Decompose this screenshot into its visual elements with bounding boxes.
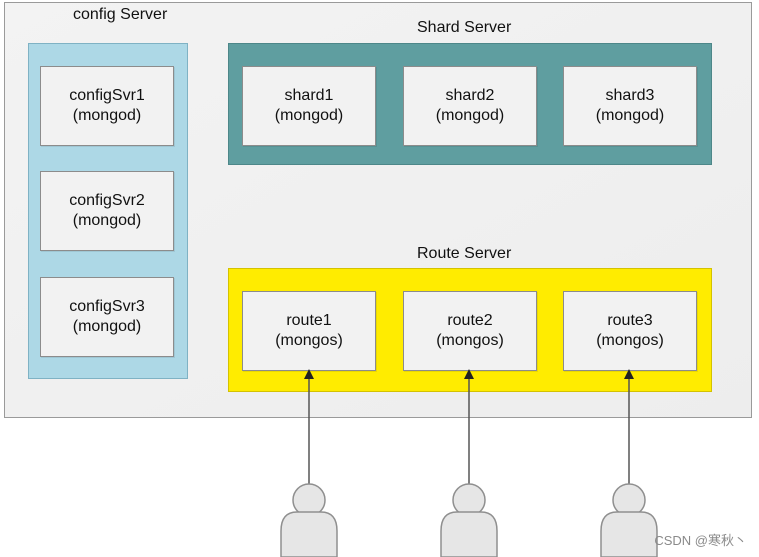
route-node: route1 (mongos) — [242, 291, 376, 371]
node-type: (mongod) — [72, 107, 142, 124]
node-type: (mongos) — [275, 332, 343, 349]
node-name: route3 — [607, 312, 653, 329]
node-type: (mongod) — [595, 107, 665, 124]
node-name: configSvr3 — [69, 298, 145, 315]
config-server-title: config Server — [73, 6, 168, 23]
shard-server-title: Shard Server — [417, 19, 512, 36]
user-icon — [440, 483, 498, 557]
config-server-node: configSvr3 (mongod) — [40, 277, 174, 357]
node-type: (mongod) — [435, 107, 505, 124]
route-server-title: Route Server — [417, 245, 512, 262]
shard-node: shard2 (mongod) — [403, 66, 537, 146]
node-type: (mongos) — [596, 332, 664, 349]
shard-node: shard1 (mongod) — [242, 66, 376, 146]
node-name: route1 — [286, 312, 332, 329]
node-type: (mongod) — [72, 318, 142, 335]
config-server-node: configSvr2 (mongod) — [40, 171, 174, 251]
node-name: configSvr1 — [69, 87, 145, 104]
user-icon — [280, 483, 338, 557]
node-type: (mongod) — [274, 107, 344, 124]
route-node: route3 (mongos) — [563, 291, 697, 371]
node-name: shard1 — [284, 87, 334, 104]
config-server-node: configSvr1 (mongod) — [40, 66, 174, 146]
node-name: route2 — [447, 312, 493, 329]
shard-node: shard3 (mongod) — [563, 66, 697, 146]
node-name: shard3 — [605, 87, 655, 104]
watermark: CSDN @寒秋丶 — [654, 533, 747, 548]
node-type: (mongod) — [72, 212, 142, 229]
node-name: configSvr2 — [69, 192, 145, 209]
user-icon — [600, 483, 658, 557]
node-type: (mongos) — [436, 332, 504, 349]
route-node: route2 (mongos) — [403, 291, 537, 371]
node-name: shard2 — [445, 87, 495, 104]
